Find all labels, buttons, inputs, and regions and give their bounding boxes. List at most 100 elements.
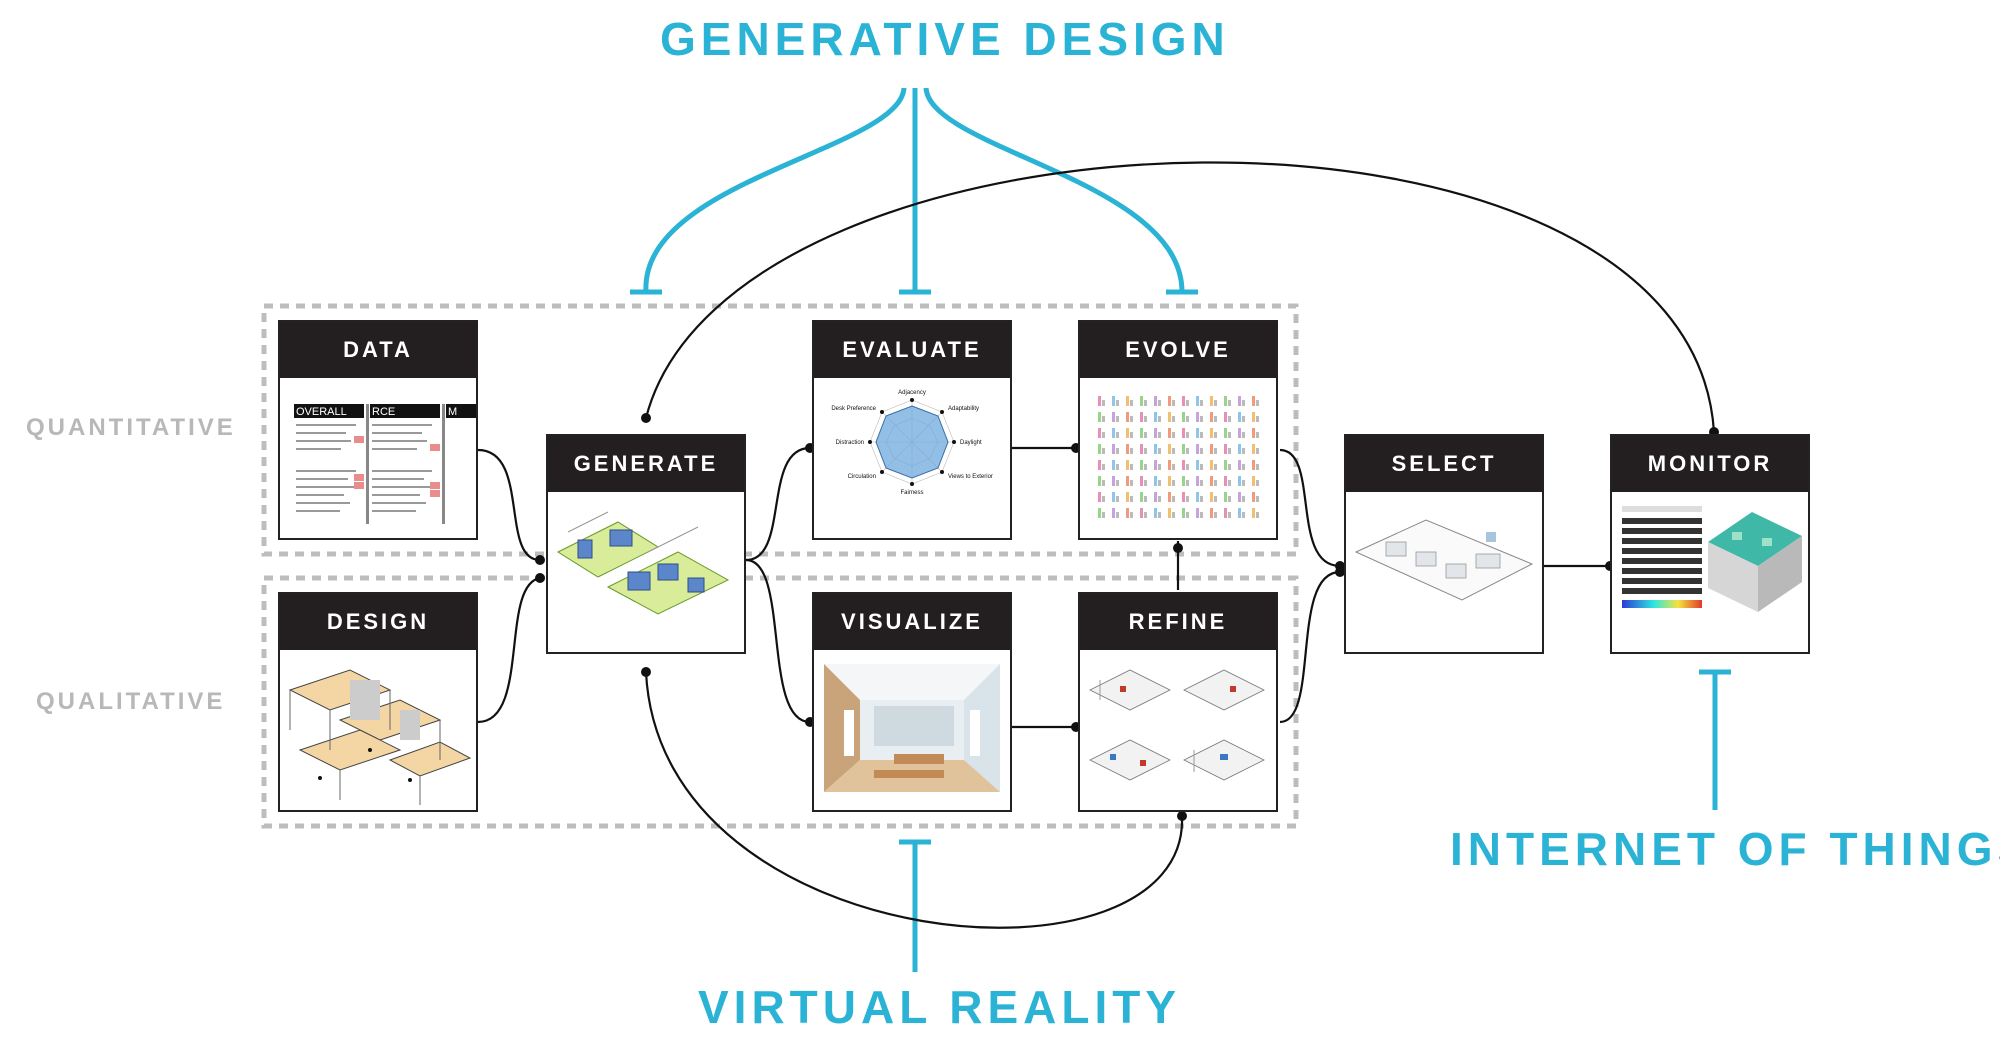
- evolve-variant: [1154, 444, 1157, 454]
- select-model-thumbnail: [1346, 492, 1542, 652]
- evolve-variant: [1140, 508, 1143, 518]
- evolve-variant-detail: [1102, 512, 1105, 518]
- evolve-variant: [1154, 476, 1157, 486]
- evolve-variant-detail: [1256, 432, 1259, 438]
- evolve-variant-detail: [1228, 496, 1231, 502]
- evolve-variant: [1252, 476, 1255, 486]
- evolve-variant: [1098, 492, 1101, 502]
- evolve-variant-detail: [1228, 448, 1231, 454]
- evolve-grid-thumbnail: [1080, 378, 1276, 538]
- evolve-variant: [1154, 508, 1157, 518]
- evolve-variant: [1112, 492, 1115, 502]
- stage-evolve[interactable]: EVOLVE: [1078, 320, 1278, 540]
- evolve-variant-detail: [1116, 448, 1119, 454]
- evolve-variant-detail: [1186, 512, 1189, 518]
- evolve-variant: [1112, 444, 1115, 454]
- evolve-variant-detail: [1214, 496, 1217, 502]
- radar-fill: [876, 406, 948, 478]
- evolve-variant: [1238, 396, 1241, 406]
- evolve-variant-detail: [1172, 496, 1175, 502]
- evolve-variant: [1126, 412, 1129, 422]
- stage-generate[interactable]: GENERATE: [546, 434, 746, 654]
- evolve-variant: [1224, 492, 1227, 502]
- evolve-variant: [1126, 460, 1129, 470]
- stage-monitor[interactable]: MONITOR: [1610, 434, 1810, 654]
- evolve-variant-detail: [1172, 400, 1175, 406]
- stage-design[interactable]: DESIGN: [278, 592, 478, 812]
- evolve-variant-detail: [1102, 400, 1105, 406]
- evolve-variant: [1196, 476, 1199, 486]
- evolve-variant-detail: [1144, 400, 1147, 406]
- evolve-variant: [1098, 412, 1101, 422]
- evolve-variant: [1196, 508, 1199, 518]
- evolve-variant: [1182, 444, 1185, 454]
- stage-visualize[interactable]: VISUALIZE: [812, 592, 1012, 812]
- evolve-variant: [1210, 428, 1213, 438]
- evolve-variant: [1252, 444, 1255, 454]
- generative-design-title: GENERATIVE DESIGN: [660, 12, 1230, 66]
- evolve-variant: [1168, 428, 1171, 438]
- radar-axis-4: Fairness: [900, 490, 923, 496]
- evolve-variant: [1154, 460, 1157, 470]
- radar-axis-1: Adaptability: [948, 406, 979, 412]
- generate-model-thumbnail: [548, 492, 744, 652]
- evolve-variant-detail: [1116, 496, 1119, 502]
- evolve-variant: [1238, 428, 1241, 438]
- evolve-variant: [1168, 508, 1171, 518]
- virtual-reality-bracket: [899, 842, 931, 972]
- evolve-variant: [1140, 428, 1143, 438]
- evolve-variant-detail: [1116, 416, 1119, 422]
- evolve-variant-detail: [1158, 512, 1161, 518]
- evolve-variant-detail: [1130, 464, 1133, 470]
- evolve-variant-detail: [1256, 464, 1259, 470]
- stage-select[interactable]: SELECT: [1344, 434, 1544, 654]
- stage-evaluate-title: EVALUATE: [814, 322, 1010, 378]
- evolve-variant: [1112, 396, 1115, 406]
- evolve-variant-detail: [1228, 512, 1231, 518]
- evolve-variant-detail: [1186, 480, 1189, 486]
- evolve-variant-detail: [1214, 416, 1217, 422]
- evolve-variant-detail: [1144, 416, 1147, 422]
- evolve-variant: [1140, 396, 1143, 406]
- evolve-variant: [1140, 412, 1143, 422]
- evolve-variant: [1140, 492, 1143, 502]
- evolve-variant: [1224, 444, 1227, 454]
- evolve-variant-detail: [1102, 416, 1105, 422]
- evolve-variant-detail: [1242, 432, 1245, 438]
- evolve-variant: [1126, 476, 1129, 486]
- evolve-variant-detail: [1242, 416, 1245, 422]
- evolve-variant: [1098, 396, 1101, 406]
- evolve-variant: [1182, 412, 1185, 422]
- evolve-variant: [1112, 412, 1115, 422]
- evolve-variant: [1168, 444, 1171, 454]
- evolve-variant-detail: [1256, 400, 1259, 406]
- evolve-variant-detail: [1158, 400, 1161, 406]
- stage-data[interactable]: DATA OVERALL RCE M: [278, 320, 478, 540]
- evolve-variant-detail: [1200, 480, 1203, 486]
- data-table-header-3: M: [448, 406, 457, 418]
- evolve-variant-detail: [1158, 432, 1161, 438]
- evolve-variant: [1238, 412, 1241, 422]
- evolve-variant-detail: [1228, 480, 1231, 486]
- evaluate-radar-thumbnail: Adjacency Adaptability Daylight Views to…: [814, 378, 1010, 538]
- evolve-variant-detail: [1186, 432, 1189, 438]
- evolve-variant-detail: [1144, 480, 1147, 486]
- evolve-variant: [1196, 396, 1199, 406]
- evolve-variant: [1168, 476, 1171, 486]
- evolve-variant: [1224, 508, 1227, 518]
- evolve-variant-detail: [1214, 480, 1217, 486]
- evolve-variant-detail: [1214, 512, 1217, 518]
- evolve-variant: [1196, 492, 1199, 502]
- evolve-variant: [1252, 396, 1255, 406]
- stage-design-title: DESIGN: [280, 594, 476, 650]
- evolve-variant: [1252, 428, 1255, 438]
- evolve-variant-detail: [1228, 432, 1231, 438]
- evolve-variant: [1154, 396, 1157, 406]
- stage-refine[interactable]: REFINE: [1078, 592, 1278, 812]
- evolve-variant: [1224, 412, 1227, 422]
- evolve-variant: [1168, 396, 1171, 406]
- stage-evaluate[interactable]: EVALUATE Adjacency Adaptability Daylight…: [812, 320, 1012, 540]
- evolve-variant: [1126, 396, 1129, 406]
- evolve-variant-detail: [1256, 512, 1259, 518]
- stage-monitor-title: MONITOR: [1612, 436, 1808, 492]
